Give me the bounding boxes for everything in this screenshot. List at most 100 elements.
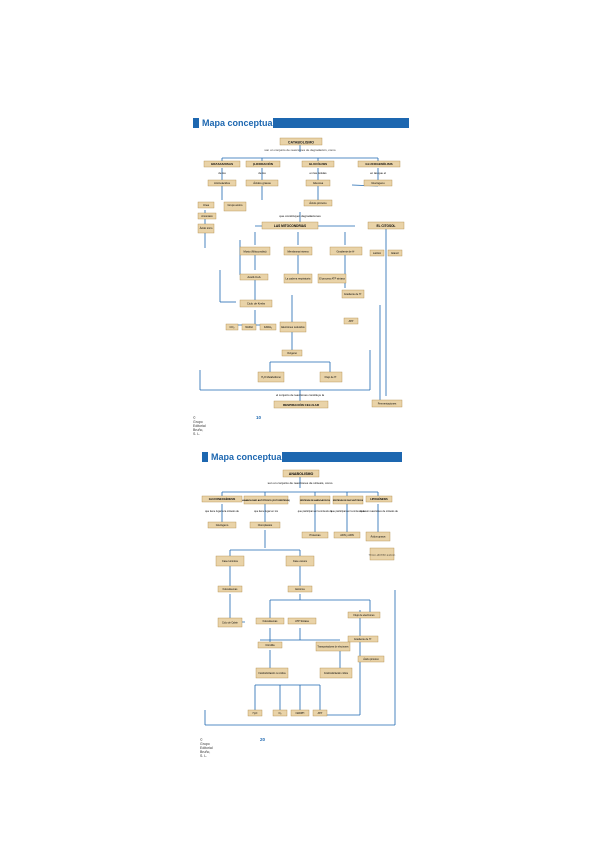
- map1-nodes: CATABOLISMO son un conjunto de reaccione…: [197, 137, 405, 409]
- concept-node-label: Cloroplastos: [258, 523, 273, 527]
- link-label: en las células: [310, 171, 328, 175]
- concept-node: [329, 246, 363, 256]
- concept-node: [301, 531, 329, 539]
- concept-node-label: Ácido pirúvico: [309, 201, 327, 205]
- branch-node: [203, 160, 241, 168]
- concept-node-label: Acetil-CoA: [247, 275, 260, 279]
- branch-node-label: β-OXIDACIÓN: [253, 161, 273, 166]
- branch-node-label: SÍNTESIS DE NUCLEÓTIDOS: [333, 499, 364, 502]
- branch-node: [201, 495, 243, 503]
- concept-node: [239, 299, 273, 308]
- map2-footer: © Grupo Editorial Bruño, S. L.: [200, 738, 213, 758]
- concept-node-label: Gradiente de H⁺: [354, 637, 373, 641]
- concept-node: [255, 617, 285, 625]
- branch-node: [243, 495, 289, 505]
- title-accent: [202, 452, 208, 462]
- link-label: de los: [258, 171, 266, 175]
- concept-node: [319, 371, 343, 383]
- map1-page-number: 10: [256, 415, 262, 420]
- link-label: que tiene lugar a la síntesis de: [205, 510, 240, 513]
- concept-node-label: Fermentaciones: [378, 402, 397, 406]
- concept-node: [363, 179, 393, 187]
- branch-node: [357, 160, 401, 168]
- concept-node-label: Grasas, glicéridos y grasas: [369, 554, 396, 557]
- concept-node: [312, 709, 328, 717]
- concept-node: [241, 323, 257, 331]
- concept-node: [287, 585, 313, 593]
- branch-node-label: LIPOGÉNESIS: [370, 496, 388, 501]
- map1-title: Mapa conceptual: [202, 118, 276, 128]
- branch-node: [301, 160, 335, 168]
- concept-node-label: Fotofosforilación cíclica: [324, 672, 349, 675]
- concept-node: [315, 641, 351, 652]
- branch-node: [332, 495, 364, 505]
- mid-link-text: que constituyen degradaciones: [279, 214, 321, 218]
- root-node: [282, 469, 320, 478]
- section-node: [367, 221, 405, 230]
- concept-node-label: ATP Sintasa: [295, 620, 309, 623]
- concept-node-label: FADH₂: [264, 325, 272, 329]
- concept-node-label: Ácidos grasos: [253, 181, 271, 185]
- concept-node: [305, 179, 331, 187]
- concept-node-label: Fase lumínica: [222, 560, 238, 563]
- link-label: que son reacciones de síntesis de: [360, 510, 398, 513]
- branch-node: [299, 495, 331, 505]
- concept-node: [290, 709, 310, 717]
- title-rule: [273, 118, 409, 128]
- concept-node-label: Grupo amino: [228, 203, 244, 207]
- concept-node: [223, 201, 247, 212]
- map2-connectors: [204, 477, 396, 726]
- concept-node-label: Láctico: [373, 251, 382, 255]
- root-node: [279, 137, 323, 146]
- concept-node: [247, 709, 263, 717]
- concept-node: [369, 249, 385, 257]
- closing-link-text: el conjunto de reacciones constituye la: [276, 393, 324, 397]
- concept-node: [303, 199, 333, 207]
- concept-node-label: Fotofosforilación no cíclica: [258, 672, 286, 675]
- branch-node-label: GLUCÓLISIS: [309, 161, 327, 166]
- concept-node-label: Clorofila: [265, 644, 275, 647]
- concept-node-label: ATP: [349, 319, 354, 323]
- concept-node-label: Membrana interna: [287, 250, 309, 254]
- concept-node-label: Glucógeno: [371, 181, 385, 185]
- concept-node-label: Glucosa: [313, 181, 324, 185]
- map1-title-bar: Mapa conceptual: [193, 118, 409, 128]
- section-node-label: EL CITOSOL: [376, 224, 395, 228]
- concept-node: [239, 246, 271, 256]
- concept-node: [197, 201, 215, 209]
- concept-node: [287, 617, 317, 625]
- link-label: de los: [218, 171, 226, 175]
- concept-node: [341, 289, 365, 299]
- concept-node-label: ATP: [318, 712, 323, 715]
- concept-node-label: H₂O: [253, 712, 258, 715]
- concept-node-label: ADN y ARN: [340, 533, 354, 537]
- closing-node-label: RESPIRACIÓN CELULAR: [283, 402, 320, 407]
- concept-node-label: Ácido pirúvico: [363, 658, 379, 661]
- concept-node-label: Mosto (Mitocondria): [244, 250, 267, 254]
- concept-node-label: Ciclo de Krebs: [247, 302, 266, 306]
- map1-connectors: [199, 145, 387, 402]
- root-link-text: son un conjunto de reacciones de síntesi…: [268, 481, 333, 485]
- branch-node: [365, 495, 393, 503]
- concept-node: [257, 371, 285, 383]
- concept-node-label: La cadena respiratoria: [286, 278, 311, 281]
- concept-node: [259, 323, 277, 331]
- concept-node-label: NADPH: [296, 712, 305, 715]
- concept-node-label: Ácido úrico: [200, 226, 213, 230]
- link-label: que tiene lugar en los: [254, 510, 279, 513]
- concept-node: [387, 249, 403, 257]
- link-label: en las que el: [370, 171, 386, 175]
- branch-node-label: GRASAS/OSAS: [211, 162, 233, 166]
- root-link-text: son un conjunto de reacciones de degrada…: [264, 148, 336, 152]
- concept-node-label: Electrones reducidos: [281, 326, 305, 329]
- concept-node-label: Aminoácidos: [214, 181, 231, 185]
- map2-page-number: 20: [260, 737, 266, 742]
- concept-node-label: Fotosistemas: [263, 620, 279, 623]
- concept-node-label: NADH: [245, 325, 252, 329]
- concept-node: [317, 273, 347, 284]
- title-rule: [282, 452, 402, 462]
- title-accent: [193, 118, 199, 128]
- closing-node: [273, 400, 329, 409]
